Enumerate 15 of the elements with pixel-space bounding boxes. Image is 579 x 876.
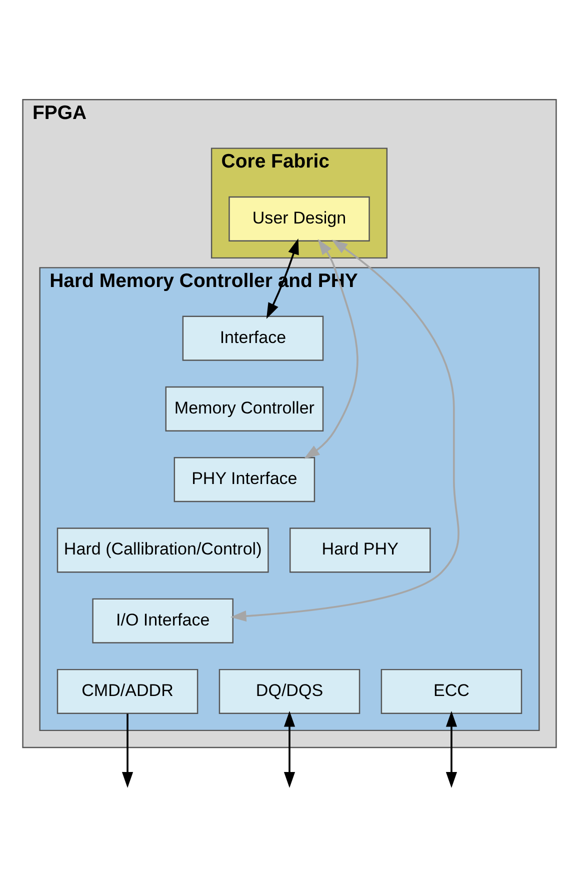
node-box: PHY Interface	[174, 457, 316, 502]
arrow	[122, 714, 134, 788]
node-box: User Design	[228, 196, 370, 242]
arrow	[304, 238, 358, 459]
node-box: I/O Interface	[92, 598, 234, 644]
node-box: DQ/DQS	[218, 668, 360, 714]
arrow	[230, 240, 460, 622]
node-box: Interface	[182, 316, 324, 361]
node-box: CMD/ADDR	[56, 668, 198, 714]
arrow	[446, 710, 458, 788]
node-box: Hard (Callibration/Control)	[56, 528, 269, 573]
node-box: Memory Controller	[165, 386, 324, 432]
arrow	[284, 710, 296, 788]
node-box: ECC	[380, 668, 522, 714]
node-box: Hard PHY	[290, 528, 431, 573]
